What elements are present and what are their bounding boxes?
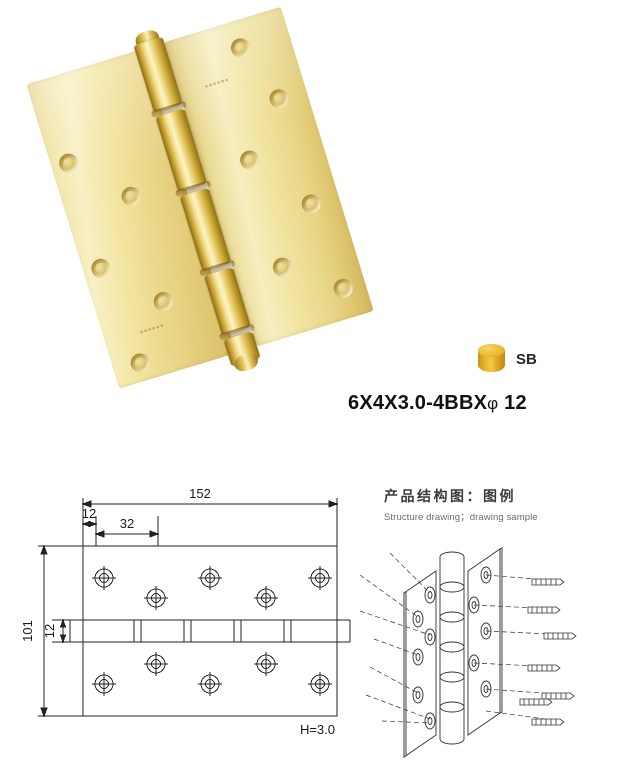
phi-symbol: φ: [487, 394, 499, 413]
assembly-drawing: [360, 535, 630, 780]
screw-hole-symbol: [92, 566, 116, 590]
finish-swatch-group: SB: [478, 344, 537, 374]
screw-hole: [128, 351, 153, 375]
swatch-top: [478, 344, 505, 357]
screw-hole-symbol: [144, 652, 168, 676]
screw-hole: [299, 192, 324, 216]
screw-icon: [541, 692, 575, 700]
screw-icon: [531, 718, 565, 726]
brand-stamp-upper: ●●●●●●: [204, 77, 231, 91]
screw-hole-symbol: [198, 672, 222, 696]
dim-label-32: 32: [120, 516, 134, 531]
bearing-separator: [283, 619, 292, 643]
screw-hole: [331, 276, 356, 301]
dim-label-101: 101: [20, 620, 35, 642]
screw-hole: [88, 256, 113, 281]
screw-icon: [527, 664, 561, 672]
screw-centerline: [360, 552, 431, 724]
screw-hole-symbol: [144, 586, 168, 610]
product-photo: ●●●●●● ●●●●●●: [0, 0, 420, 400]
assembly-hole: [424, 712, 436, 730]
bearing-separator: [133, 619, 142, 643]
screw-hole: [270, 255, 295, 279]
screw-icon: [527, 606, 561, 614]
screw-hole-symbol: [254, 652, 278, 676]
screw-hole-symbol: [254, 586, 278, 610]
screw-hole: [228, 35, 253, 60]
brand-stamp-lower: ●●●●●●: [139, 322, 166, 337]
finish-code-label: SB: [516, 350, 537, 368]
assembly-barrel: [439, 551, 465, 745]
model-number: 6X4X3.0-4BBXφ 12: [348, 392, 527, 415]
structure-caption-en: Structure drawing；drawing sample: [384, 512, 538, 523]
structure-caption-cn: 产品结构图：图例: [384, 488, 516, 504]
assembly-hole: [424, 586, 436, 604]
hinge-leaf-near-edge: [403, 591, 407, 758]
dim-label-thickness: H=3.0: [300, 722, 335, 737]
screw-icon: [531, 578, 565, 586]
assembly-hole: [424, 628, 436, 646]
assembly-hole: [412, 610, 424, 628]
screw-hole: [237, 148, 262, 172]
screw-hole: [151, 289, 176, 314]
screw-icon: [543, 632, 577, 640]
screw-hole-symbol: [308, 672, 332, 696]
screw-hole: [56, 151, 81, 175]
plan-view-svg: 152 12 32 101 12 H=3.0: [20, 486, 351, 737]
assembly-hole: [412, 686, 424, 704]
screw-icon: [519, 698, 553, 706]
hinge-leaf-far-edge: [499, 547, 503, 714]
cylinder-swatch-icon: [478, 344, 505, 374]
technical-drawing: 152 12 32 101 12 H=3.0: [0, 480, 370, 780]
assembly-hole: [412, 648, 424, 666]
hinge-illustration: ●●●●●● ●●●●●●: [0, 0, 422, 428]
dim-label-152: 152: [189, 486, 211, 501]
phi-value: 12: [504, 392, 527, 414]
bearing-separator: [183, 619, 192, 643]
bearing-separator: [233, 619, 242, 643]
screw-hole-symbol: [308, 566, 332, 590]
screw-hole: [119, 184, 143, 209]
model-number-main: 6X4X3.0-4BBX: [348, 392, 488, 414]
dim-label-knuckle-12: 12: [42, 624, 57, 638]
isometric-view-svg: [360, 547, 577, 758]
screw-hole-symbol: [198, 566, 222, 590]
structure-caption: 产品结构图：图例 Structure drawing；drawing sampl…: [384, 486, 624, 523]
screw-hole-symbol: [92, 672, 116, 696]
dim-label-12: 12: [82, 506, 96, 521]
screw-hole: [267, 86, 291, 111]
